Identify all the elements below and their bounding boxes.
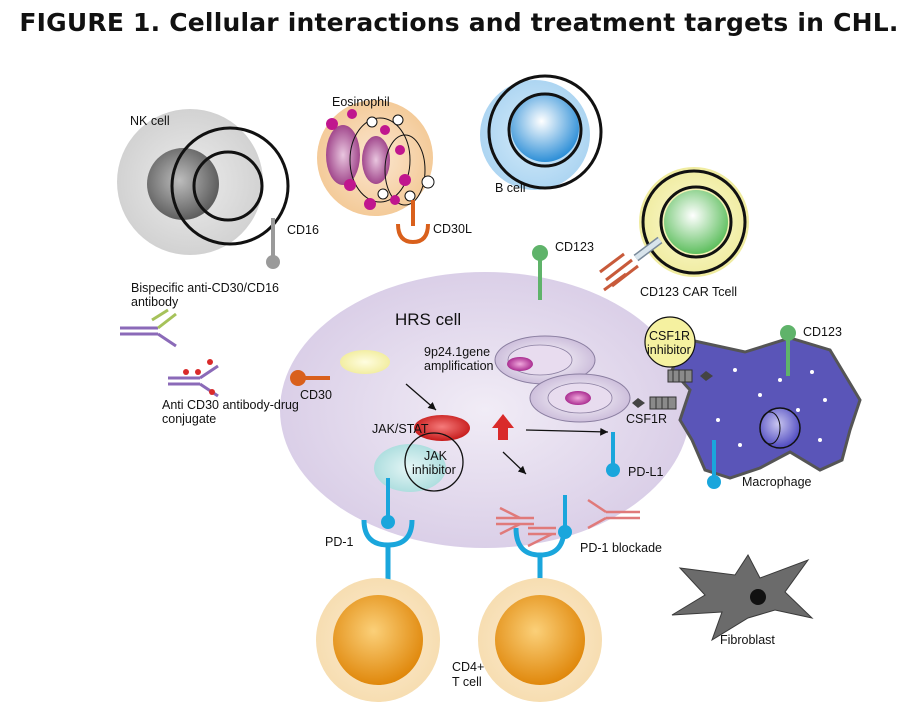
pd-1-blockade-antibody-free bbox=[587, 498, 640, 530]
adc-label-line2: conjugate bbox=[162, 412, 216, 426]
nk-cell-label: NK cell bbox=[130, 114, 170, 128]
macrophage-nucleus bbox=[759, 407, 801, 449]
cd30l-label: CD30L bbox=[433, 222, 472, 236]
figure-title: FIGURE 1. Cellular interactions and trea… bbox=[19, 8, 899, 37]
jak-stat-label: JAK/STAT bbox=[372, 422, 429, 436]
pd-1-blockade-antibody-bound bbox=[496, 506, 556, 548]
red-up-arrow-icon bbox=[492, 414, 514, 440]
pd-l1-receptor bbox=[606, 432, 620, 477]
car-t-cell-label: CD123 CAR Tcell bbox=[640, 285, 737, 299]
pd-1-label: PD-1 bbox=[325, 535, 354, 549]
adc-label: Anti CD30 antibody-drug bbox=[162, 398, 299, 412]
eosinophil bbox=[317, 100, 435, 216]
bispecific-label-line2: antibody bbox=[131, 295, 179, 309]
car-construct-icon bbox=[599, 236, 663, 292]
cd123-receptor-macrophage bbox=[780, 325, 796, 376]
cd4-t-cell-label: CD4+ bbox=[452, 660, 484, 674]
svg-text:JAK: JAK bbox=[424, 449, 448, 463]
gene-amplification-label-line2: amplification bbox=[424, 359, 494, 373]
svg-text:inhibitor: inhibitor bbox=[412, 463, 456, 477]
jak-inhibitor-blob bbox=[374, 444, 446, 492]
hrs-nucleus-lower bbox=[529, 373, 631, 423]
b-cell bbox=[480, 74, 603, 190]
bispecific-label: Bispecific anti-CD30/CD16 bbox=[131, 281, 279, 295]
adc-antibody-icon bbox=[168, 359, 219, 398]
cd4-t-cell-label-line2: T cell bbox=[452, 675, 482, 689]
arrow-amp-to-jak bbox=[405, 383, 437, 411]
cd16-label: CD16 bbox=[287, 223, 319, 237]
pd-l1-ligand-left bbox=[381, 478, 395, 529]
arrow-down-right bbox=[502, 451, 527, 475]
cd30-receptor bbox=[290, 370, 330, 386]
cd123-receptor-top bbox=[532, 245, 548, 300]
cd16-receptor bbox=[266, 218, 280, 269]
car-t-cell bbox=[639, 167, 749, 277]
jak-stat-ellipse bbox=[414, 415, 470, 441]
pd-l1-label: PD-L1 bbox=[628, 465, 663, 479]
jak-inhibitor: JAK inhibitor bbox=[404, 432, 464, 492]
nk-cell bbox=[117, 109, 290, 255]
b-cell-label: B cell bbox=[495, 181, 526, 195]
csf1r-receptor-upper bbox=[667, 369, 713, 383]
csf1r-inhibitor: CSF1R inhibitor bbox=[644, 316, 696, 368]
pd-1-blockade-label: PD-1 blockade bbox=[580, 541, 662, 555]
hrs-cell bbox=[280, 272, 690, 548]
gene-amplification-label: 9p24.1gene bbox=[424, 345, 490, 359]
cd30l-receptor bbox=[396, 200, 430, 245]
eosinophil-label: Eosinophil bbox=[332, 95, 390, 109]
csf1r-label: CSF1R bbox=[626, 412, 667, 426]
hrs-nucleus-upper bbox=[494, 335, 596, 385]
macrophage-dots bbox=[716, 368, 827, 447]
svg-text:CSF1R: CSF1R bbox=[649, 329, 690, 343]
hrs-cell-label: HRS cell bbox=[395, 310, 461, 329]
cd30-ellipse bbox=[340, 350, 390, 374]
cd123-top-label: CD123 bbox=[555, 240, 594, 254]
macrophage bbox=[670, 336, 862, 480]
cd30-label: CD30 bbox=[300, 388, 332, 402]
fibroblast bbox=[671, 554, 814, 642]
cd123-macrophage-label: CD123 bbox=[803, 325, 842, 339]
macrophage-pd-ligand bbox=[707, 440, 721, 489]
bispecific-antibody-icon bbox=[120, 308, 177, 348]
csf1r-receptor-lower bbox=[632, 396, 677, 410]
arrow-to-pdl1 bbox=[525, 427, 609, 436]
t-cell-left bbox=[316, 578, 440, 702]
t-cell-right bbox=[478, 578, 602, 702]
fibroblast-label: Fibroblast bbox=[720, 633, 775, 647]
fibroblast-nucleus bbox=[750, 589, 766, 605]
macrophage-label: Macrophage bbox=[742, 475, 812, 489]
svg-text:inhibitor: inhibitor bbox=[647, 343, 691, 357]
